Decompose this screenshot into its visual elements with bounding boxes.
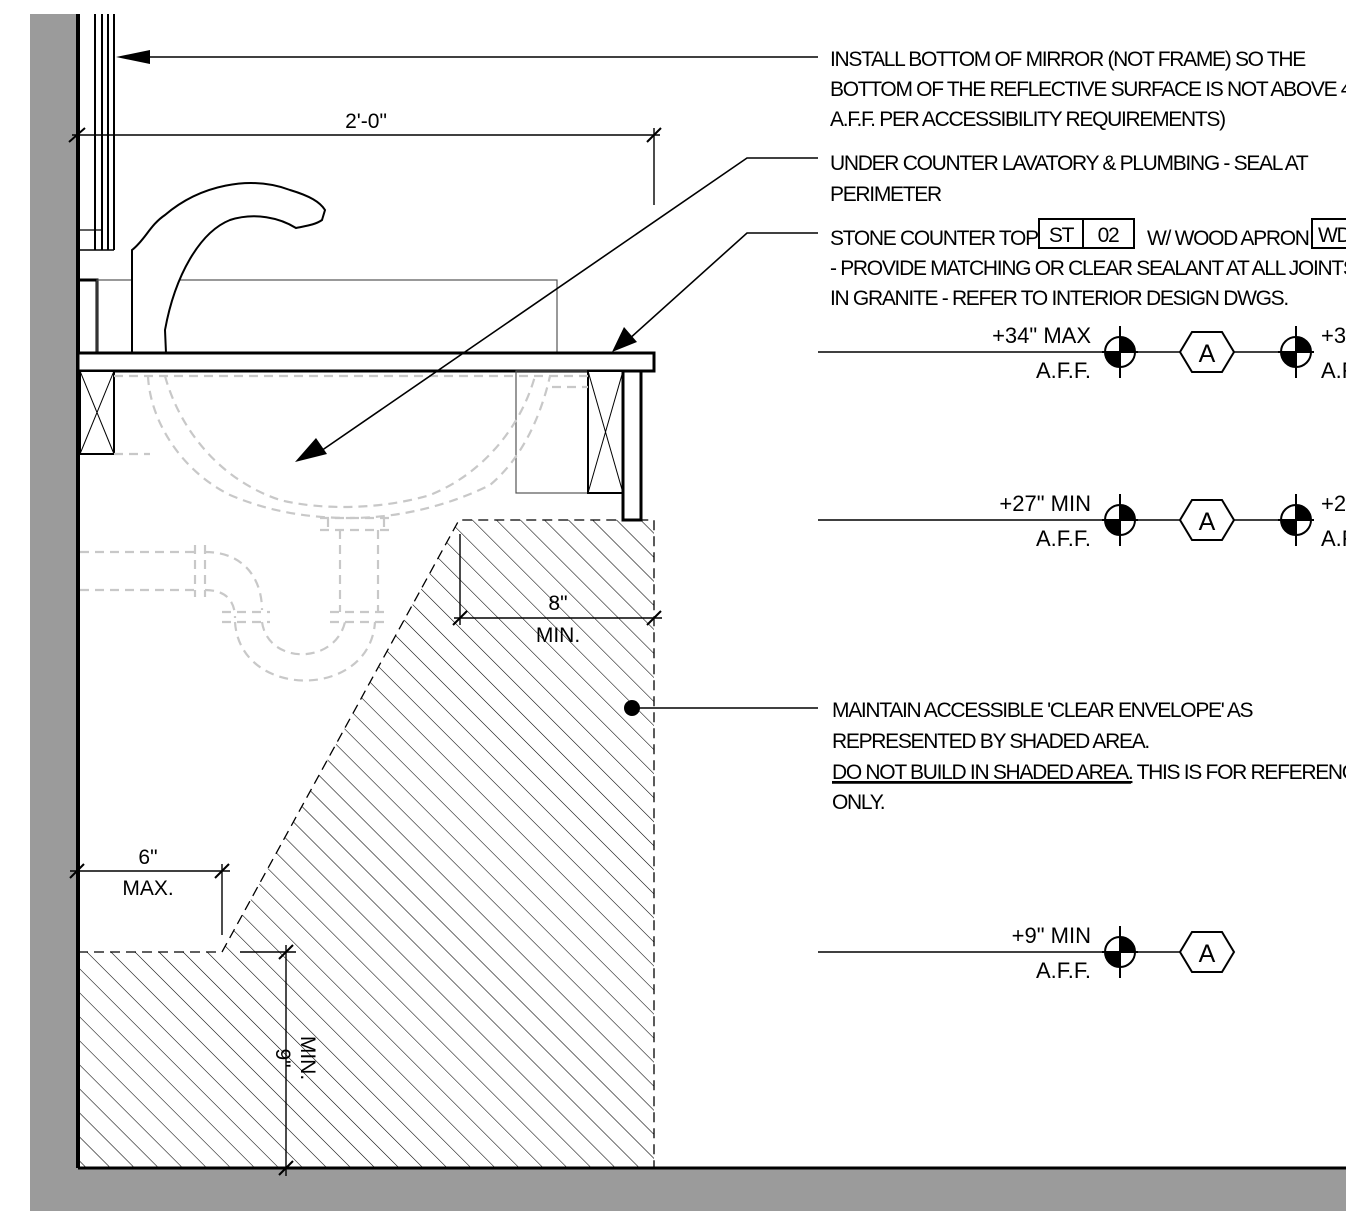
lavatory-leader <box>317 157 818 454</box>
level-label-right: +2 <box>1321 491 1346 516</box>
tag-label: A <box>1199 508 1216 536</box>
material-tag-box <box>1082 218 1135 249</box>
material-tag-box <box>1038 218 1084 249</box>
envelope-outline <box>78 519 655 1168</box>
elevation-datum-icon <box>1102 494 1138 546</box>
note-line: BOTTOM OF THE REFLECTIVE SURFACE IS NOT … <box>830 78 1346 101</box>
note-counter: STONE COUNTER TOP ST 02 W/ WOOD APRON WD… <box>830 218 1346 310</box>
level-sub: A.F.F. <box>1036 958 1091 983</box>
level-label: +34" MAX <box>992 323 1091 348</box>
note-line: INSTALL BOTTOM OF MIRROR (NOT FRAME) SO … <box>830 48 1306 71</box>
level-sub-right: A.F <box>1321 526 1346 551</box>
wood-apron <box>515 369 643 522</box>
level-sub: A.F.F. <box>1036 526 1091 551</box>
level-label-right: +3 <box>1321 323 1346 348</box>
counter-leader <box>627 232 818 341</box>
note-line: W/ WOOD APRON <box>1147 227 1309 250</box>
toe-depth-label: 8" <box>548 592 567 615</box>
envelope-hatch <box>78 520 654 1168</box>
note-line: IN GRANITE - REFER TO INTERIOR DESIGN DW… <box>830 287 1288 310</box>
dot-icon <box>624 700 640 716</box>
knee-offset-label: 6" <box>138 846 157 869</box>
material-tag-label: WD <box>1318 224 1346 247</box>
toe-height-sub: MIN. <box>296 1036 319 1080</box>
level-sub: A.F.F. <box>1036 358 1091 383</box>
note-line: ONLY. <box>832 791 884 814</box>
material-tag-label: 02 <box>1098 224 1119 247</box>
clear-envelope <box>78 519 655 1168</box>
level-marker-27: +27" MIN A.F.F. A +2 A.F <box>818 491 1346 551</box>
level-marker-9: +9" MIN A.F.F. A <box>818 923 1236 983</box>
note-line: UNDER COUNTER LAVATORY & PLUMBING - SEAL… <box>830 152 1309 175</box>
backsplash <box>78 278 99 353</box>
toe-depth-sub: MIN. <box>536 624 580 647</box>
level-label: +9" MIN <box>1012 923 1091 948</box>
note-line: A.F.F. PER ACCESSIBILITY REQUIREMENTS) <box>830 108 1225 131</box>
note-underlined: DO NOT BUILD IN SHADED AREA. <box>832 761 1132 784</box>
note-line: DO NOT BUILD IN SHADED AREA. THIS IS FOR… <box>832 761 1346 784</box>
tag-label: A <box>1199 340 1216 368</box>
note-line: STONE COUNTER TOP <box>830 227 1038 250</box>
note-mirror: INSTALL BOTTOM OF MIRROR (NOT FRAME) SO … <box>830 48 1346 131</box>
elevation-datum-icon <box>1278 494 1314 546</box>
mirror <box>80 14 115 251</box>
leader-lines <box>116 50 818 716</box>
material-tag-label: ST <box>1049 224 1075 247</box>
faucet-icon <box>96 182 558 354</box>
dimension-width-label: 2'-0" <box>345 110 387 133</box>
dimension-knee-offset: 6" MAX. <box>69 846 230 935</box>
lavatory-bowl <box>114 374 588 532</box>
level-sub-right: A.F <box>1321 358 1346 383</box>
counter-top <box>76 351 656 373</box>
level-label: +27" MIN <box>999 491 1091 516</box>
arrow-left-icon <box>116 50 150 64</box>
note-lavatory: UNDER COUNTER LAVATORY & PLUMBING - SEAL… <box>830 152 1310 206</box>
elevation-datum-icon <box>1102 926 1138 978</box>
level-marker-34: +34" MAX A.F.F. A +3 A.F <box>818 323 1346 383</box>
note-line: - PROVIDE MATCHING OR CLEAR SEALANT AT A… <box>830 257 1346 280</box>
trap-plumbing <box>80 530 386 682</box>
arrow-icon <box>612 327 637 352</box>
note-rest: THIS IS FOR REFERENC <box>1132 761 1346 784</box>
note-line: REPRESENTED BY SHADED AREA. <box>832 730 1149 753</box>
elevation-datum-icon <box>1278 326 1314 378</box>
elevation-datum-icon <box>1102 326 1138 378</box>
material-tag-box <box>1311 218 1346 249</box>
dimension-width: 2'-0" <box>68 110 662 205</box>
toe-height-label: 9" <box>271 1048 294 1067</box>
knee-offset-sub: MAX. <box>122 877 173 900</box>
tag-label: A <box>1199 940 1216 968</box>
arrow-icon <box>295 438 327 462</box>
note-line: MAINTAIN ACCESSIBLE 'CLEAR ENVELOPE' AS <box>832 699 1254 722</box>
note-envelope: MAINTAIN ACCESSIBLE 'CLEAR ENVELOPE' AS … <box>832 699 1346 814</box>
hexagon-tag-icon <box>1178 931 1236 973</box>
dimension-toe-depth: 8" MIN. <box>452 534 662 647</box>
blocking-left <box>79 370 115 455</box>
dimension-toe-height: 9" MIN. <box>240 944 319 1176</box>
note-line: PERIMETER <box>830 183 942 206</box>
